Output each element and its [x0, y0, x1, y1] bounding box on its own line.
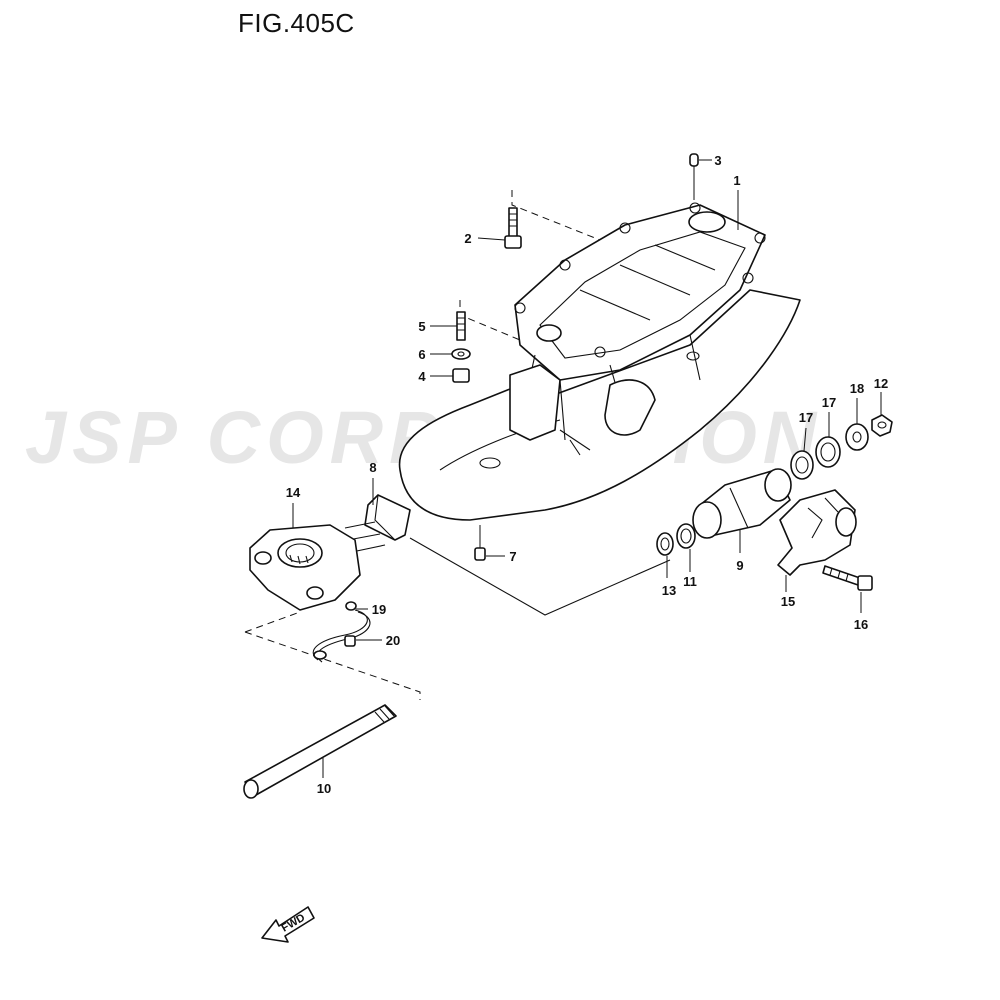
callout-4: 4 — [418, 369, 426, 384]
callout-19: 19 — [372, 602, 386, 617]
figure-title: FIG.405C — [238, 8, 355, 38]
swivel-clamp-part-15 — [777, 489, 857, 592]
callout-8: 8 — [369, 460, 376, 475]
callout-labels: 1 2 3 4 5 6 7 8 9 10 11 12 13 14 15 16 1… — [286, 153, 888, 796]
callout-15: 15 — [781, 594, 795, 609]
washers-17-18-nut-12 — [790, 392, 893, 480]
clamp-bracket-part-14 — [249, 503, 361, 611]
bushing-part-9 — [692, 468, 792, 553]
ground-wire — [312, 601, 382, 663]
shaft-part-10 — [243, 704, 397, 799]
callout-1: 1 — [733, 173, 740, 188]
callout-13: 13 — [662, 583, 676, 598]
callout-5: 5 — [418, 319, 425, 334]
drive-shaft-housing — [398, 202, 801, 521]
washers-11-13 — [656, 523, 696, 578]
callout-10: 10 — [317, 781, 331, 796]
fwd-arrow-icon: FWD — [261, 906, 315, 943]
callout-16: 16 — [854, 617, 868, 632]
callout-7: 7 — [509, 549, 516, 564]
dowel-pin-part-3 — [689, 153, 712, 200]
callout-9: 9 — [736, 558, 743, 573]
screw-part-7 — [474, 525, 505, 561]
callout-3: 3 — [714, 153, 721, 168]
callout-12: 12 — [874, 376, 888, 391]
bolt-part-2 — [477, 207, 522, 249]
callout-6: 6 — [418, 347, 425, 362]
assembly-guide-lines — [244, 190, 671, 700]
callout-18: 18 — [850, 381, 864, 396]
callout-2: 2 — [464, 231, 471, 246]
callout-11: 11 — [683, 574, 697, 589]
callout-17b: 17 — [822, 395, 836, 410]
callout-20: 20 — [386, 633, 400, 648]
callout-17a: 17 — [799, 410, 813, 425]
connector-part-8 — [344, 478, 411, 553]
bolt-part-16 — [822, 565, 873, 613]
callout-14: 14 — [286, 485, 301, 500]
stud-washer-nut — [430, 311, 471, 383]
